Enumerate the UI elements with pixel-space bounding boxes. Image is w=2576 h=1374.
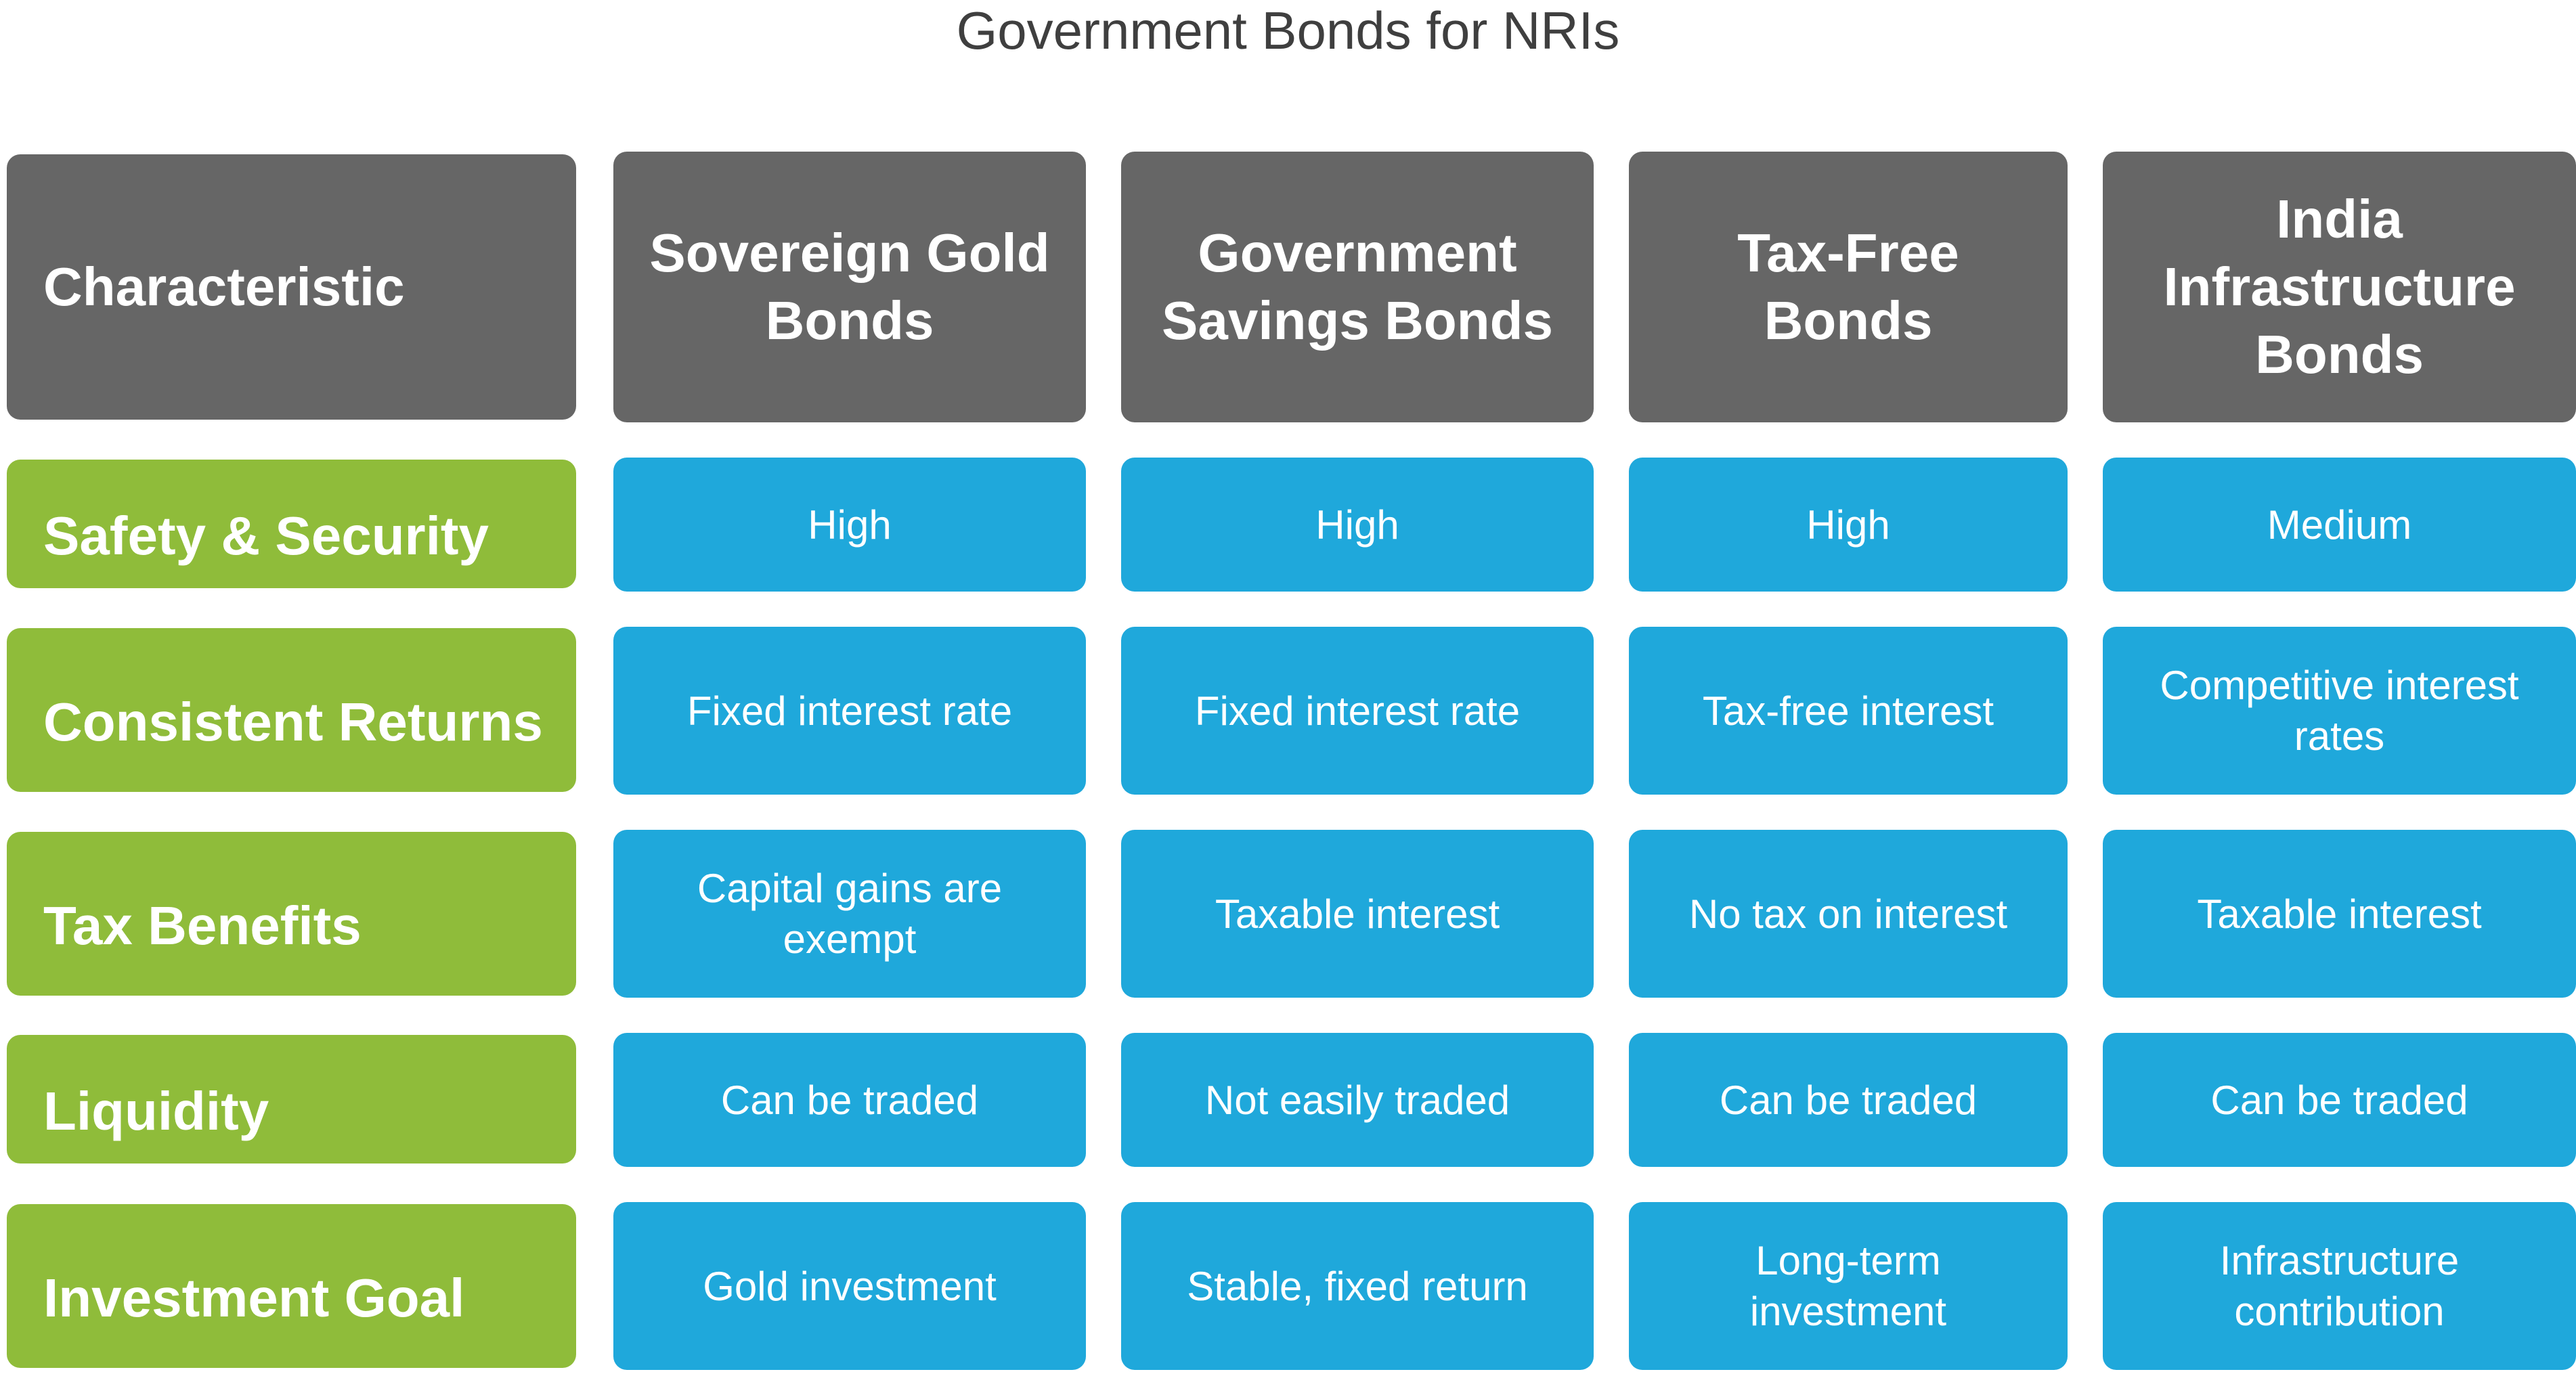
table-cell: Fixed interest rate xyxy=(1121,627,1594,795)
table-cell: Taxable interest xyxy=(1121,830,1594,998)
table-cell: Competitive interest rates xyxy=(2103,627,2576,795)
header-sovereign-gold-bonds: Sovereign Gold Bonds xyxy=(613,152,1086,422)
row-label-tax-benefits: Tax Benefits xyxy=(7,832,576,996)
header-india-infrastructure-bonds: India Infrastructure Bonds xyxy=(2103,152,2576,422)
header-government-savings-bonds: Government Savings Bonds xyxy=(1121,152,1594,422)
header-tax-free-bonds: Tax-Free Bonds xyxy=(1629,152,2068,422)
page-title: Government Bonds for NRIs xyxy=(956,1,1620,60)
table-cell: Taxable interest xyxy=(2103,830,2576,998)
table-cell: Fixed interest rate xyxy=(613,627,1086,795)
row-label-consistent-returns: Consistent Returns xyxy=(7,628,576,792)
row-label-investment-goal: Investment Goal xyxy=(7,1204,576,1368)
table-cell: Infrastructure contribution xyxy=(2103,1202,2576,1370)
table-cell: Stable, fixed return xyxy=(1121,1202,1594,1370)
table-cell: Not easily traded xyxy=(1121,1033,1594,1167)
row-label-liquidity: Liquidity xyxy=(7,1035,576,1164)
table-cell: High xyxy=(1629,458,2068,592)
table-cell: Can be traded xyxy=(1629,1033,2068,1167)
table-cell: Medium xyxy=(2103,458,2576,592)
table-cell: High xyxy=(1121,458,1594,592)
table-cell: Gold investment xyxy=(613,1202,1086,1370)
table-cell: No tax on interest xyxy=(1629,830,2068,998)
row-label-safety-security: Safety & Security xyxy=(7,460,576,588)
table-cell: Can be traded xyxy=(2103,1033,2576,1167)
header-characteristic: Characteristic xyxy=(7,154,576,420)
table-cell: Can be traded xyxy=(613,1033,1086,1167)
table-cell: Tax-free interest xyxy=(1629,627,2068,795)
table-cell: High xyxy=(613,458,1086,592)
table-cell: Capital gains are exempt xyxy=(613,830,1086,998)
table-cell: Long-term investment xyxy=(1629,1202,2068,1370)
